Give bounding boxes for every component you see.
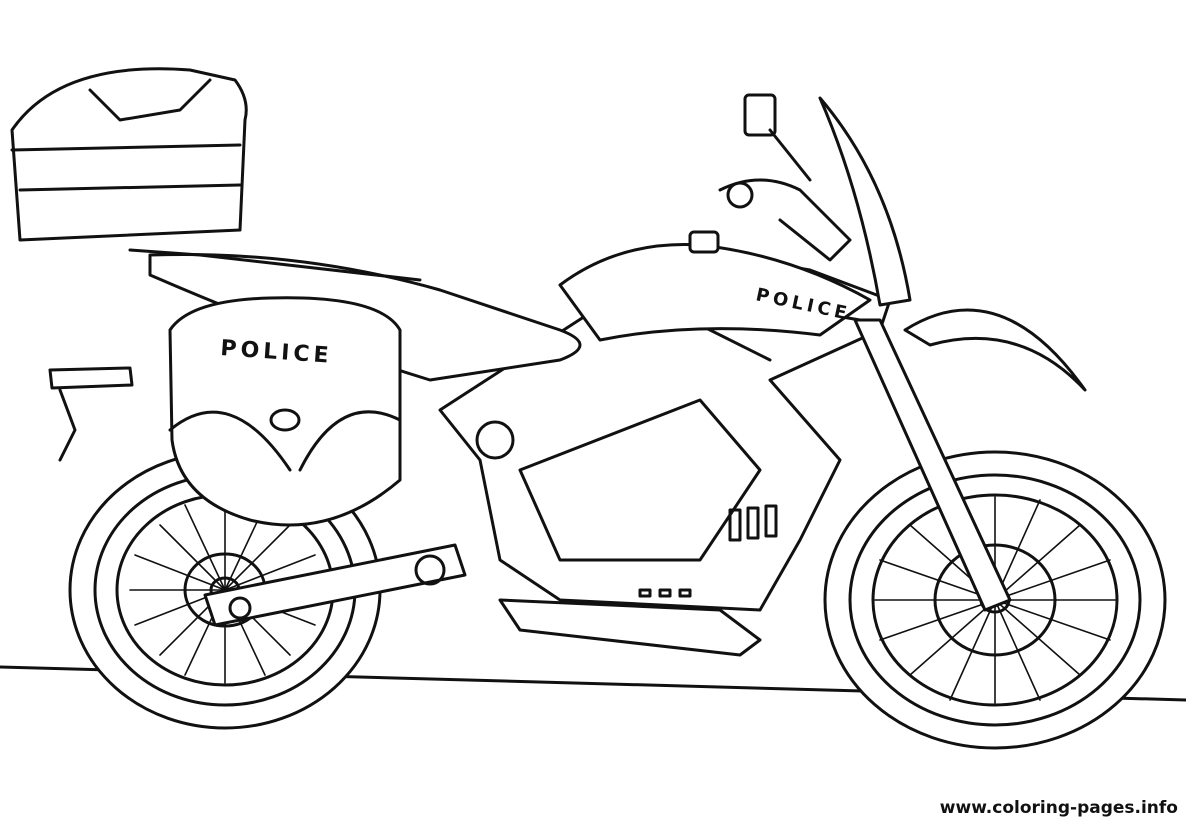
swingarm [203,543,467,627]
tail-light [48,366,134,390]
top-case [10,67,248,242]
handlebar [718,178,852,262]
windshield [818,96,912,307]
rear-rack [128,248,422,282]
front-fender [903,308,1087,392]
exhaust [498,598,762,657]
fuel-tank [558,243,872,342]
front-fork [853,318,1012,612]
site-watermark: www.coloring-pages.info [939,798,1178,818]
mirror [743,93,777,137]
